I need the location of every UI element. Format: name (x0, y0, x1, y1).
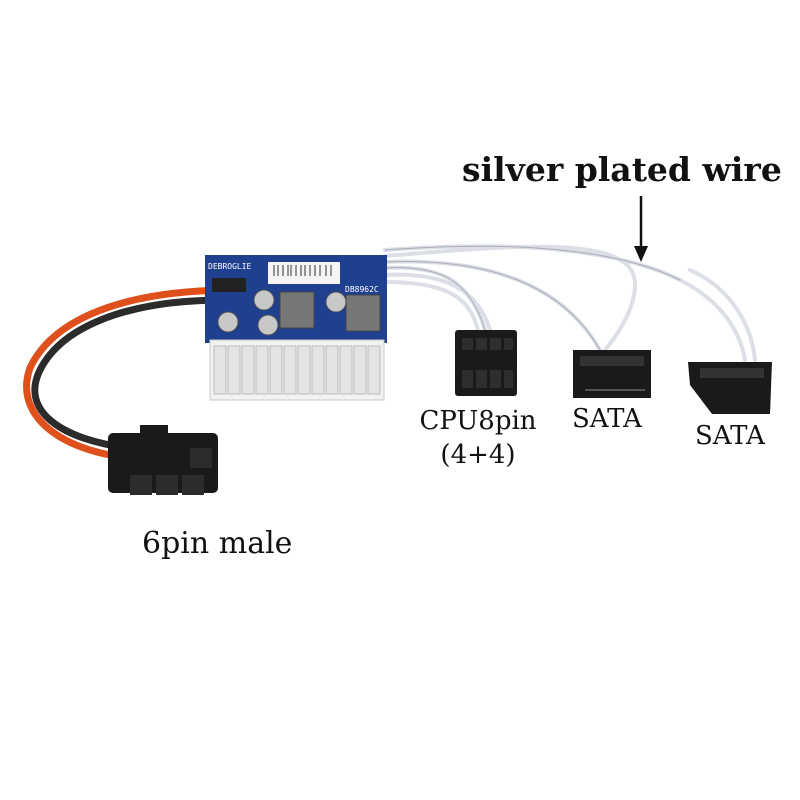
label-cpu-8pin: CPU8pin (4+4) (416, 404, 540, 472)
label-6pin-male: 6pin male (142, 526, 293, 561)
sata-connector-1 (573, 350, 651, 398)
pcb-model-text: DB8962C (345, 285, 379, 294)
silver-wires-outline (384, 245, 681, 351)
arrow-down-icon (634, 196, 648, 262)
sata-connector-2 (688, 362, 772, 414)
label-sata-2: SATA (695, 421, 765, 451)
cpu-8pin-connector (455, 330, 517, 396)
atx-24pin-connector (209, 339, 385, 401)
red-black-cable (23, 286, 229, 462)
six-pin-connector (108, 425, 218, 495)
label-cpu-8pin-line1: CPU8pin (419, 406, 537, 436)
pcb-board (205, 255, 387, 343)
label-cpu-8pin-line2: (4+4) (440, 440, 516, 470)
pcb-brand-text: DEBROGLIE (208, 262, 252, 271)
label-silver-plated-wire: silver plated wire (462, 150, 782, 189)
label-sata-1: SATA (572, 404, 642, 434)
